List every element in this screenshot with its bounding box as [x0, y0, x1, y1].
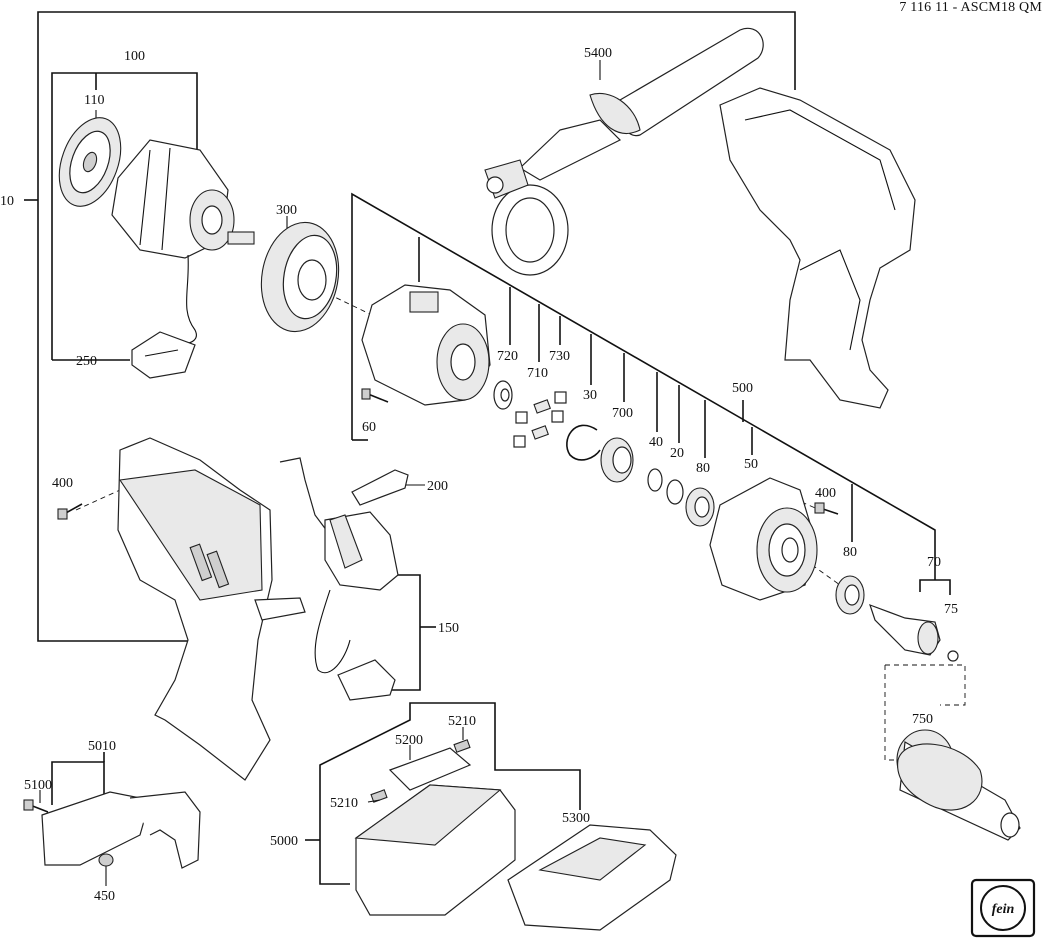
label-5100: 5100 [24, 778, 52, 793]
label-20: 20 [670, 446, 684, 461]
ring-parts-40-20 [647, 468, 684, 505]
label-730: 730 [549, 349, 570, 364]
label-5200: 5200 [395, 733, 423, 748]
label-500: 500 [732, 381, 753, 396]
label-5210-top: 5210 [448, 714, 476, 729]
label-710: 710 [527, 366, 548, 381]
switch-cover-part-200 [351, 469, 409, 506]
label-5400: 5400 [584, 46, 612, 61]
small-parts-710-730 [513, 391, 567, 448]
label-700: 700 [612, 406, 633, 421]
svg-text:fein: fein [992, 902, 1015, 917]
ring-gear-part-300 [260, 221, 340, 333]
fein-logo-icon: fein [970, 878, 1036, 938]
label-400-right: 400 [815, 486, 836, 501]
label-80-a: 80 [696, 461, 710, 476]
label-5010: 5010 [88, 739, 116, 754]
case-insert-part-5300 [507, 824, 677, 931]
label-150: 150 [438, 621, 459, 636]
gear-part-110 [58, 117, 122, 207]
bearing-part-80b [835, 575, 865, 615]
gearbox-housing-part [361, 284, 491, 406]
label-5300: 5300 [562, 811, 590, 826]
nut-part-700 [600, 437, 634, 483]
label-30: 30 [583, 388, 597, 403]
washer-part-720 [493, 380, 513, 410]
chuck-part-750 [896, 729, 1021, 841]
ring-part-75 [947, 650, 959, 662]
housing-right-part [719, 87, 916, 409]
part-labels: 10 100 110 300 250 5400 60 720 710 730 3… [0, 46, 958, 904]
belt-clip-part-5010 [41, 791, 201, 869]
label-200: 200 [427, 479, 448, 494]
side-handle-part-5400 [484, 27, 764, 276]
housing-left-part [117, 437, 306, 781]
screw-part-5100 [23, 799, 49, 813]
document-reference: 7 116 11 - ASCM18 QM [899, 0, 1042, 15]
label-10: 10 [0, 194, 14, 209]
label-450: 450 [94, 889, 115, 904]
label-70: 70 [927, 555, 941, 570]
label-100: 100 [124, 49, 145, 64]
label-60: 60 [362, 420, 376, 435]
label-300: 300 [276, 203, 297, 218]
label-400-left: 400 [52, 476, 73, 491]
motor-part-100 [111, 139, 255, 344]
screw-parts-400 [57, 502, 839, 520]
label-80-b: 80 [843, 545, 857, 560]
label-5000: 5000 [270, 834, 298, 849]
spindle-part-70 [869, 604, 941, 656]
label-5210-left: 5210 [330, 796, 358, 811]
circlip-part-30 [566, 424, 601, 461]
screw-part-60 [361, 388, 389, 403]
label-75: 75 [944, 602, 958, 617]
label-720: 720 [497, 349, 518, 364]
label-110: 110 [84, 93, 104, 108]
label-50: 50 [744, 457, 758, 472]
label-750: 750 [912, 712, 933, 727]
connector-part-250 [131, 331, 196, 379]
gear-head-part-50 [709, 477, 818, 601]
switch-part-150 [279, 457, 399, 701]
bearing-part-80a [685, 487, 715, 527]
carry-case-part-5000 [354, 739, 516, 916]
nut-part-450 [98, 853, 114, 867]
label-40: 40 [649, 435, 663, 450]
label-250: 250 [76, 354, 97, 369]
